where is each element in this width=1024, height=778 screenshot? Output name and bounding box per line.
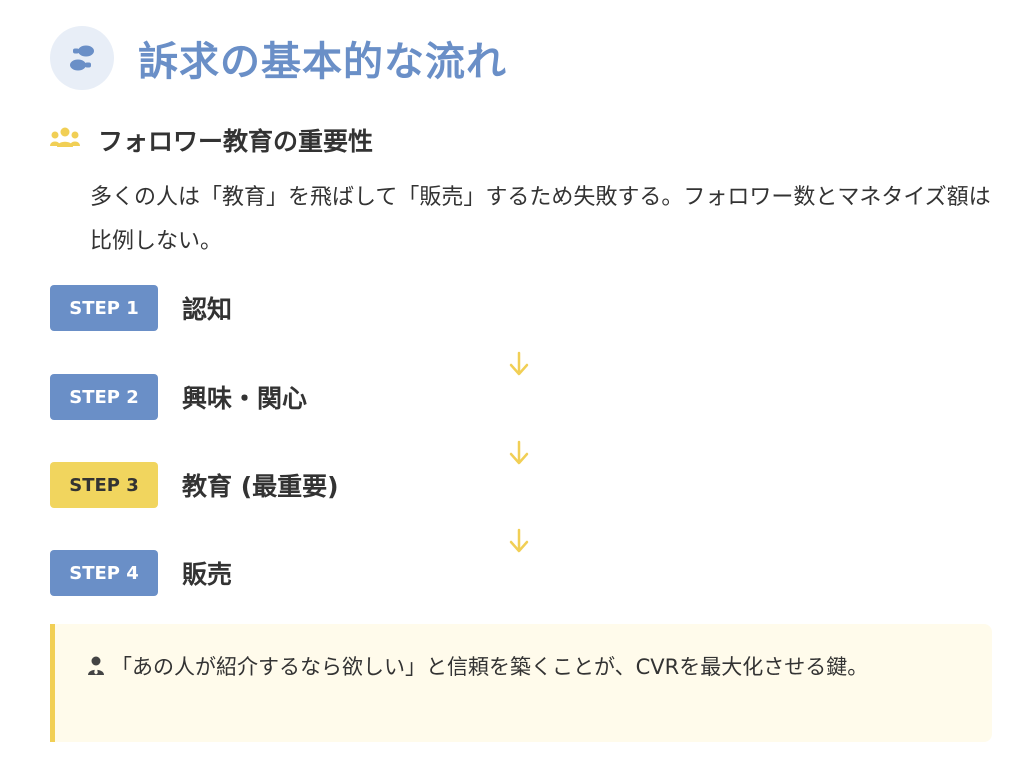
user-tie-icon [87, 650, 105, 688]
step-badge-4: STEP 4 [50, 550, 158, 596]
footprints-icon [50, 26, 114, 90]
step-badge-2: STEP 2 [50, 374, 158, 420]
step-label-1: 認知 [182, 295, 233, 324]
step-badge-1: STEP 1 [50, 285, 158, 331]
step-row-4: STEP 4 販売 [50, 550, 232, 596]
step-label-3: 教育 (最重要) [182, 472, 339, 501]
section-body: 多くの人は「教育」を飛ばして「販売」するため失敗する。フォロワー数とマネタイズ額… [90, 185, 991, 254]
step-row-1: STEP 1 認知 [50, 285, 232, 331]
page-header: 訴求の基本的な流れ [50, 26, 507, 90]
section-title: フォロワー教育の重要性 [98, 127, 374, 156]
step-badge-3: STEP 3 [50, 462, 158, 508]
arrow-down-icon [509, 440, 529, 465]
users-icon [50, 127, 80, 153]
page-title: 訴求の基本的な流れ [138, 39, 507, 85]
step-label-4: 販売 [182, 560, 233, 589]
step-row-2: STEP 2 興味・関心 [50, 374, 307, 420]
arrow-down-icon [509, 528, 529, 553]
callout-text: 「あの人が紹介するなら欲しい」と信頼を築くことが、CVRを最大化させる鍵。 [111, 655, 869, 679]
step-row-3: STEP 3 教育 (最重要) [50, 462, 339, 508]
step-label-2: 興味・関心 [182, 384, 308, 413]
section-heading: フォロワー教育の重要性 [50, 122, 373, 158]
arrow-down-icon [509, 351, 529, 376]
callout-box: 「あの人が紹介するなら欲しい」と信頼を築くことが、CVRを最大化させる鍵。 [50, 624, 992, 742]
callout-text-wrap: 「あの人が紹介するなら欲しい」と信頼を築くことが、CVRを最大化させる鍵。 [87, 648, 967, 688]
